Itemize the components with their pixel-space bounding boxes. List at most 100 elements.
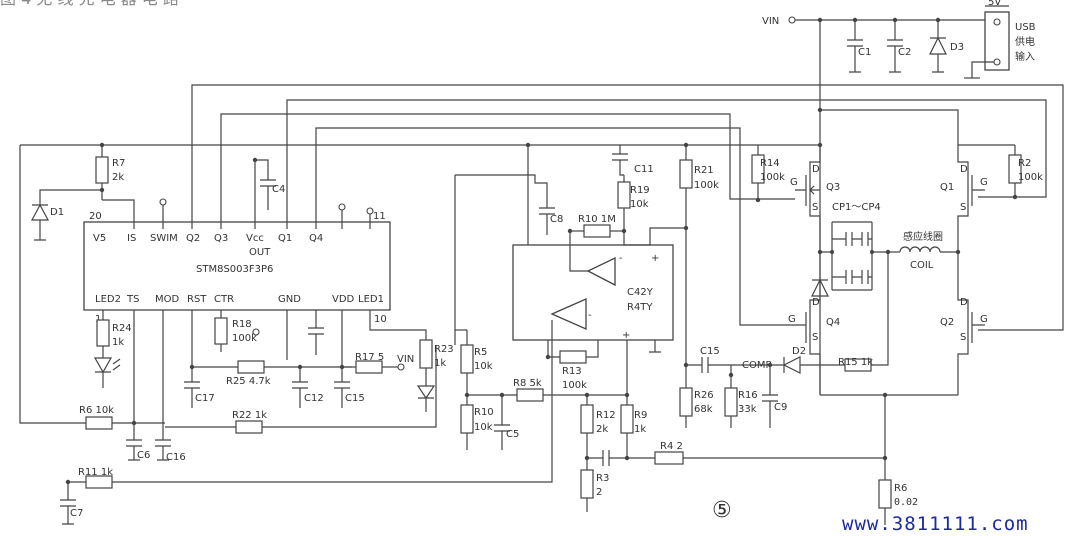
q3-label: Q3	[826, 182, 840, 193]
pin-label-led1: LED1	[358, 294, 384, 305]
c4-label: C4	[272, 184, 285, 195]
watermark-url: www.3811111.com	[842, 513, 1029, 535]
pin-label-vcc: Vcc	[246, 233, 264, 244]
pin-num-20: 20	[89, 211, 102, 222]
title-fragment: 图 4 无 线 充 电 器 电 路	[0, 0, 179, 8]
c15b-label: C15	[700, 346, 720, 357]
r4-label: R4 2	[660, 441, 683, 452]
pin-label-gnd: GND	[278, 294, 301, 305]
r5-value: 10k	[474, 361, 493, 372]
q2-s: S	[960, 332, 966, 343]
pin-label-q4: Q4	[309, 233, 323, 244]
usb-label-1: USB	[1015, 22, 1036, 33]
d3-label: D3	[950, 42, 964, 53]
figure-number: ⑤	[712, 498, 732, 523]
r7-value: 2k	[112, 172, 124, 183]
r16-label: R16	[738, 390, 758, 401]
r16-value: 33k	[738, 404, 757, 415]
pin-label-swim: SWIM	[150, 233, 178, 244]
pin-label-q1: Q1	[278, 233, 292, 244]
q2-d: D	[960, 297, 968, 308]
r24-value: 1k	[112, 337, 124, 348]
r14-label: R14	[760, 158, 780, 169]
comp-label: COMP	[742, 360, 772, 371]
r12-value: 2k	[596, 424, 608, 435]
r6a-label: R6 10k	[79, 405, 114, 416]
q1-s: S	[960, 202, 966, 213]
opamp-block: -+ -+ C42Y R4TY C8 R10 1M R19 10k C11 R2…	[455, 142, 719, 365]
q2-g: G	[980, 314, 988, 325]
r21-value: 100k	[694, 180, 719, 191]
q3-g: G	[790, 177, 798, 188]
r9-value: 1k	[634, 424, 646, 435]
pin-label-ctr: CTR	[214, 294, 234, 305]
h-bridge: D G S Q3 R14 100k D G S Q1 R2 100k D G S…	[751, 144, 1043, 398]
r19-label: R19	[630, 185, 650, 196]
r5-label: R5	[474, 347, 487, 358]
c12-label: C12	[304, 393, 324, 404]
c15a-label: C15	[345, 393, 365, 404]
pin-label-is: IS	[127, 233, 136, 244]
usb-voltage-label: 5V	[988, 0, 1001, 8]
r22-label: R22 1k	[232, 410, 267, 421]
r18-label: R18	[232, 319, 252, 330]
c6-label: C6	[137, 450, 150, 461]
c5-label: C5	[506, 429, 519, 440]
r12-label: R12	[596, 410, 616, 421]
r8-label: R8 5k	[513, 378, 542, 389]
usb-label-2: 供电	[1015, 35, 1035, 48]
c7-label: C7	[70, 508, 83, 519]
mcu-chip: STM8S003F3P6 OUT 20 11 1 10 V5ISSWIMQ2Q3…	[83, 160, 391, 325]
sense-network: R5 10k R10 10k R8 5k C5 R13 100k R12 2k …	[454, 175, 918, 525]
chip-bottom-network: R25 4.7k C17 C12 R18 100k R17 5 VIN C15 …	[184, 157, 454, 412]
d1-label: D1	[50, 207, 64, 218]
r2-value: 100k	[1018, 172, 1043, 183]
pin-label-q2: Q2	[186, 233, 200, 244]
r2-label: R2	[1018, 158, 1031, 169]
cp-label: CP1～CP4	[832, 202, 881, 213]
r10-label: R10	[474, 407, 494, 418]
r18-value: 100k	[232, 333, 257, 344]
r11-label: R11 1k	[78, 467, 113, 478]
r26-label: R26	[694, 390, 714, 401]
r13-value: 100k	[562, 380, 587, 391]
r19-value: 10k	[630, 199, 649, 210]
c11-label: C11	[634, 164, 654, 175]
r14-value: 100k	[760, 172, 785, 183]
r25-label: R25 4.7k	[226, 376, 271, 387]
pin-label-rst: RST	[187, 294, 207, 305]
q1-g: G	[980, 177, 988, 188]
r13-label: R13	[562, 366, 582, 377]
q3-d: D	[812, 164, 820, 175]
r10b-label: R10 1M	[578, 214, 616, 225]
vin2-label: VIN	[397, 354, 414, 365]
r3-label: R3	[596, 473, 609, 484]
chip-name: STM8S003F3P6	[196, 264, 273, 275]
comp-network: C15 COMP R26 68k R16 33k C9 D2 R15 1k	[679, 252, 889, 428]
c16-label: C16	[166, 452, 186, 463]
pin-num-10: 10	[374, 314, 387, 325]
r9-label: R9	[634, 410, 647, 421]
q1-d: D	[960, 164, 968, 175]
r7-label: R7	[112, 158, 125, 169]
r26-value: 68k	[694, 404, 713, 415]
r17-label: R17 5	[355, 352, 384, 363]
coil-en-label: COIL	[910, 260, 934, 271]
svg-text:-: -	[588, 310, 592, 321]
r10-value: 10k	[474, 422, 493, 433]
opamp-label-2: R4TY	[627, 302, 653, 313]
c8-label: C8	[550, 214, 563, 225]
pin-label-v5: V5	[93, 233, 106, 244]
left-side-network: R7 2k D1 R24 1k R6 10k C6 C16 R22 1k R11…	[19, 142, 553, 525]
r6b-value: 0.02	[894, 497, 918, 508]
q4-s: S	[812, 332, 818, 343]
r24-label: R24	[112, 323, 132, 334]
usb-label-3: 输入	[1015, 50, 1035, 63]
c17-label: C17	[195, 393, 215, 404]
r23-value: 1k	[434, 358, 446, 369]
q4-d: D	[812, 297, 820, 308]
q1-label: Q1	[940, 182, 954, 193]
c1-label: C1	[858, 47, 871, 58]
